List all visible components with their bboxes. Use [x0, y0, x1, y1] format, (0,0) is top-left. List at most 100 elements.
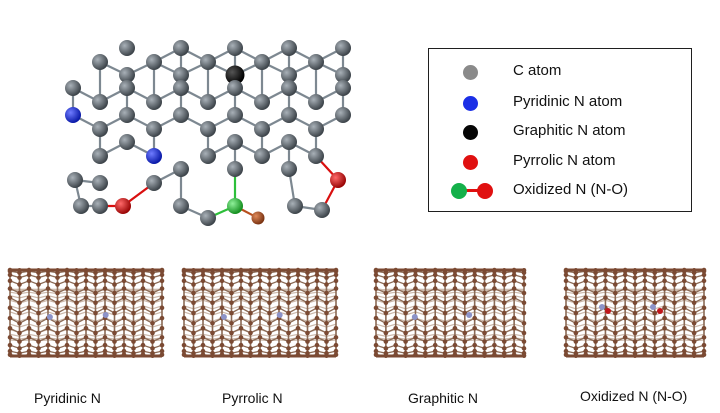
carbon-atom	[281, 80, 297, 96]
carbon-atom	[281, 67, 297, 83]
dopant-n	[102, 312, 109, 318]
n-o-bond-swatch	[463, 189, 481, 192]
doped-graphene-diagram	[65, 40, 351, 226]
carbon-atom-swatch	[463, 65, 478, 80]
nanotube-graphitic	[373, 267, 527, 358]
nanotube-label-oxidized: Oxidized N (N-O)	[580, 388, 688, 404]
carbon-atom	[200, 94, 216, 110]
legend-item-pyridinic: Pyridinic N atom	[429, 90, 691, 116]
carbon-atom	[65, 80, 81, 96]
pyrrolic-atom-swatch	[463, 155, 478, 170]
pyrrolic-n-atom	[330, 172, 346, 188]
legend-label: Oxidized N (N-O)	[513, 181, 629, 198]
carbon-atom	[200, 54, 216, 70]
carbon-atom	[173, 198, 189, 214]
nanotube-label-pyridinic: Pyridinic N	[34, 390, 101, 406]
dopant-n	[276, 312, 283, 318]
legend-label: Pyridinic N atom	[513, 93, 623, 110]
dopant-o	[657, 308, 663, 314]
tube-front-lattice	[181, 267, 339, 358]
carbon-atom	[119, 40, 135, 56]
carbon-atom	[92, 175, 108, 191]
carbon-atom	[200, 148, 216, 164]
carbon-atom	[92, 148, 108, 164]
carbon-atom	[281, 40, 297, 56]
legend-item-graphitic: Graphitic N atom	[429, 119, 691, 145]
carbon-atom	[254, 94, 270, 110]
tube-front-lattice	[563, 267, 707, 358]
tube-back-lattice	[375, 288, 525, 342]
carbon-atom	[73, 198, 89, 214]
dopant-n	[599, 304, 605, 310]
carbon-atom	[146, 121, 162, 137]
carbon-atom	[92, 198, 108, 214]
carbon-atom	[254, 121, 270, 137]
pyridinic-n-atom	[65, 107, 81, 123]
carbon-atom	[173, 67, 189, 83]
pyridinic-atom-swatch	[463, 96, 478, 111]
carbon-atom	[173, 107, 189, 123]
carbon-atom	[119, 80, 135, 96]
nanotube-oxidized	[563, 267, 707, 358]
nanotube-pyridinic	[7, 267, 165, 358]
carbon-atom	[200, 121, 216, 137]
carbon-atom	[92, 94, 108, 110]
oxygen-swatch	[477, 183, 493, 199]
carbon-atom	[146, 175, 162, 191]
tube-front-lattice	[373, 267, 527, 358]
pyridinic-n-atom	[146, 148, 162, 164]
tube-front-lattice	[7, 267, 165, 358]
legend-box: C atom Pyridinic N atom Graphitic N atom…	[428, 48, 692, 212]
carbon-atom	[287, 198, 303, 214]
carbon-atom	[281, 161, 297, 177]
carbon-atom	[281, 134, 297, 150]
carbon-atom	[314, 202, 330, 218]
carbon-atom	[119, 134, 135, 150]
carbon-atom	[92, 54, 108, 70]
carbon-atom	[335, 80, 351, 96]
carbon-atom	[119, 67, 135, 83]
carbon-atom	[335, 40, 351, 56]
dopant-n	[411, 314, 418, 320]
oxidized-n-atom	[227, 198, 243, 214]
nanotube-pyrrolic	[181, 267, 339, 358]
legend-item-pyrrolic: Pyrrolic N atom	[429, 149, 691, 175]
dopant-n	[466, 312, 473, 318]
carbon-atom	[173, 161, 189, 177]
dopant-n	[220, 314, 227, 320]
carbon-atom	[254, 148, 270, 164]
carbon-atom	[227, 80, 243, 96]
legend-item-c-atom: C atom	[429, 59, 691, 85]
carbon-atom	[335, 67, 351, 83]
carbon-atom	[119, 107, 135, 123]
graphitic-atom-swatch	[463, 125, 478, 140]
carbon-atom	[281, 107, 297, 123]
carbon-atom	[308, 148, 324, 164]
carbon-atom	[92, 121, 108, 137]
dopant-n	[46, 314, 53, 320]
carbon-atom	[173, 40, 189, 56]
nanotube-label-graphitic: Graphitic N	[408, 390, 479, 406]
dopant-n	[650, 304, 656, 310]
legend-label: Graphitic N atom	[513, 122, 626, 139]
carbon-atom	[67, 172, 83, 188]
carbon-atom	[173, 80, 189, 96]
oxygen-atom	[251, 211, 265, 225]
carbon-atom	[227, 107, 243, 123]
carbon-atom	[227, 161, 243, 177]
carbon-atom	[200, 210, 216, 226]
carbon-atom	[308, 94, 324, 110]
legend-item-oxidized: Oxidized N (N-O)	[429, 178, 691, 204]
carbon-atom	[308, 121, 324, 137]
carbon-atom	[308, 54, 324, 70]
legend-label: Pyrrolic N atom	[513, 152, 616, 169]
legend-label: C atom	[513, 62, 562, 79]
carbon-atom	[146, 54, 162, 70]
graphitic-n-atom	[225, 65, 245, 85]
nanotube-label-pyrrolic: Pyrrolic N	[222, 390, 283, 406]
carbon-atom	[227, 40, 243, 56]
carbon-atom	[146, 94, 162, 110]
dopant-o	[605, 308, 611, 314]
carbon-atom	[227, 134, 243, 150]
oxidized-n-swatch	[451, 183, 467, 199]
